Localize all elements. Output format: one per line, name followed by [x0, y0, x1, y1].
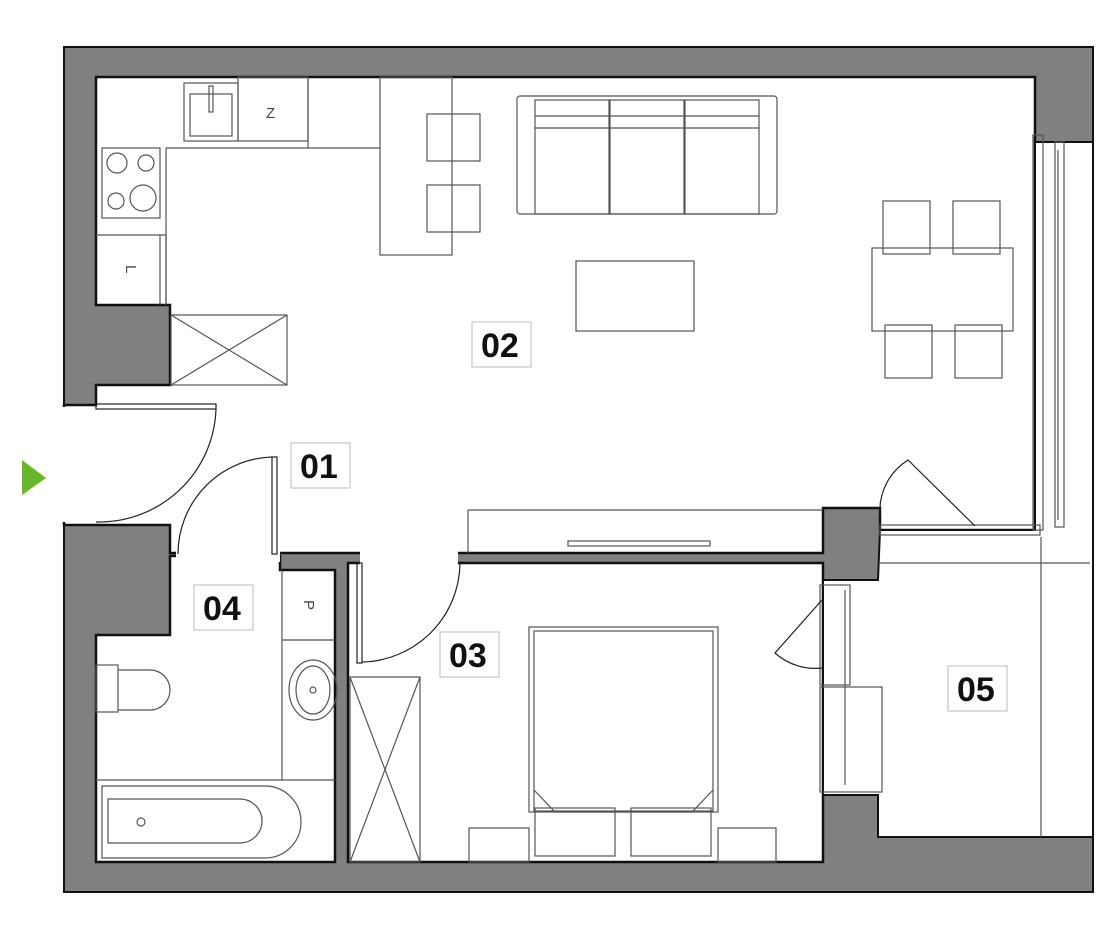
svg-text:05: 05	[957, 671, 995, 709]
doors	[95, 403, 976, 669]
room-label-01: 01	[290, 442, 351, 489]
room-balcony	[822, 141, 1094, 838]
dishwasher-label: L	[122, 265, 139, 273]
coffee-table-icon	[575, 260, 695, 332]
bathroom-fixtures	[95, 570, 338, 859]
entrance-triangle-icon	[22, 460, 46, 495]
room-label-05: 05	[947, 665, 1008, 712]
bathtub-icon	[101, 785, 302, 859]
washbasin-icon	[288, 659, 338, 721]
bedroom-furniture	[349, 626, 777, 863]
washer-label: P	[300, 600, 317, 610]
entrance-opening	[60, 407, 98, 522]
living-furniture	[516, 95, 1014, 379]
room-bedroom	[346, 561, 825, 864]
toilet-icon	[118, 669, 171, 711]
bedroom-door-opening	[360, 548, 458, 568]
room-label-02: 02	[471, 321, 532, 368]
room-label-04: 04	[193, 584, 254, 631]
dining-table-icon	[871, 247, 1014, 332]
kitchen	[96, 76, 481, 386]
balcony-lines	[467, 134, 1090, 837]
svg-text:01: 01	[300, 448, 338, 486]
cooktop-icon	[101, 147, 161, 219]
svg-text:02: 02	[481, 327, 519, 365]
fridge-label: Z	[266, 105, 275, 122]
room-label-03: 03	[439, 631, 500, 678]
wardrobe-icon	[349, 676, 421, 863]
svg-text:04: 04	[203, 590, 241, 628]
svg-text:03: 03	[449, 637, 487, 675]
bath-door-opening	[176, 548, 280, 562]
wardrobe-icon	[170, 314, 288, 386]
sink-icon	[189, 93, 233, 137]
